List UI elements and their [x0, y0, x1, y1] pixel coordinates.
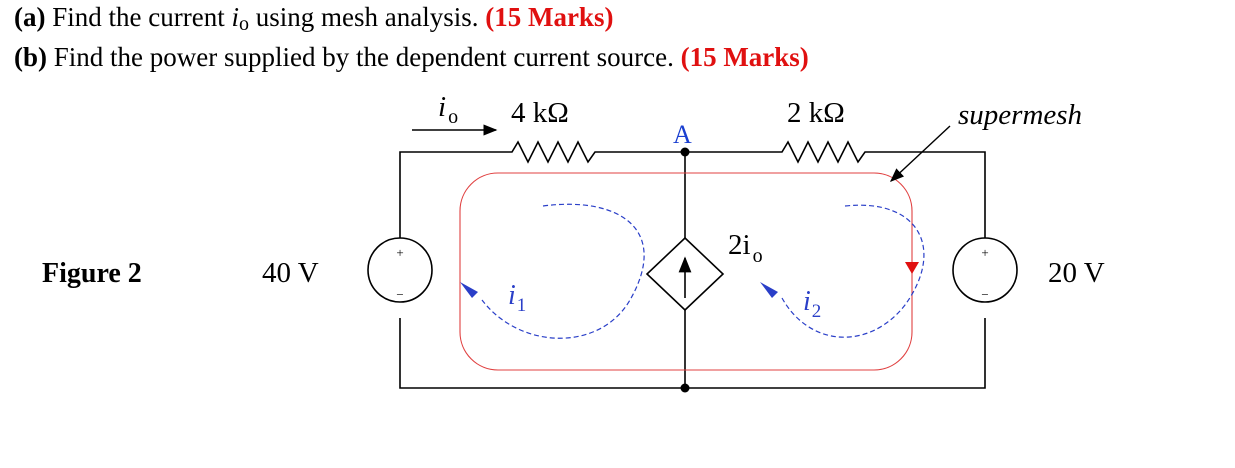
question-a-symbol-sub: o: [238, 13, 249, 35]
mesh-2-arrow-icon: [760, 282, 778, 298]
mesh-loop-2: [781, 204, 925, 338]
question-a-text-after: using mesh analysis.: [248, 2, 479, 32]
supermesh-label: supermesh: [958, 99, 1082, 131]
question-a: (a) Find the current io using mesh analy…: [14, 2, 613, 39]
source-right-plus: +: [981, 245, 988, 260]
wire-bottom: [399, 318, 986, 389]
question-a-symbol: i: [231, 2, 239, 32]
voltage-source-left: [367, 237, 433, 303]
question-b-tag: (b): [14, 42, 47, 72]
question-a-tag: (a): [14, 2, 46, 32]
source-left-label: 40 V: [262, 257, 319, 289]
mesh-2-label: i2: [803, 286, 821, 322]
mesh-1-label: i1: [508, 280, 526, 316]
question-b-text: Find the power supplied by the dependent…: [53, 42, 674, 72]
question-b: (b) Find the power supplied by the depen…: [14, 42, 809, 72]
resistor-4k: [505, 140, 600, 164]
question-a-marks: (15 Marks): [485, 2, 614, 32]
node-a-dot: [680, 147, 690, 157]
wire-top-right: [875, 151, 986, 240]
source-left-plus: +: [396, 245, 403, 260]
supermesh-arrow-icon: [905, 262, 919, 274]
circuit-wires: [399, 140, 986, 389]
resistor-2k: [775, 140, 875, 164]
source-left-minus: −: [396, 287, 403, 302]
figure-label: Figure 2: [42, 258, 142, 289]
question-a-text-before: Find the current: [52, 2, 232, 32]
source-right-label: 20 V: [1048, 257, 1105, 289]
voltage-source-right: [952, 237, 1018, 303]
supermesh-pointer: [889, 125, 951, 182]
wire-top-left: [399, 151, 505, 240]
node-a-label: A: [673, 120, 692, 149]
mesh-1-arrow-icon: [460, 282, 478, 298]
resistor-2k-label: 2 kΩ: [787, 97, 845, 129]
node-bottom-dot: [680, 383, 690, 393]
question-b-marks: (15 Marks): [680, 42, 809, 72]
resistor-4k-label: 4 kΩ: [511, 97, 569, 129]
mesh-loop-1: [481, 203, 645, 339]
source-right-minus: −: [981, 287, 988, 302]
